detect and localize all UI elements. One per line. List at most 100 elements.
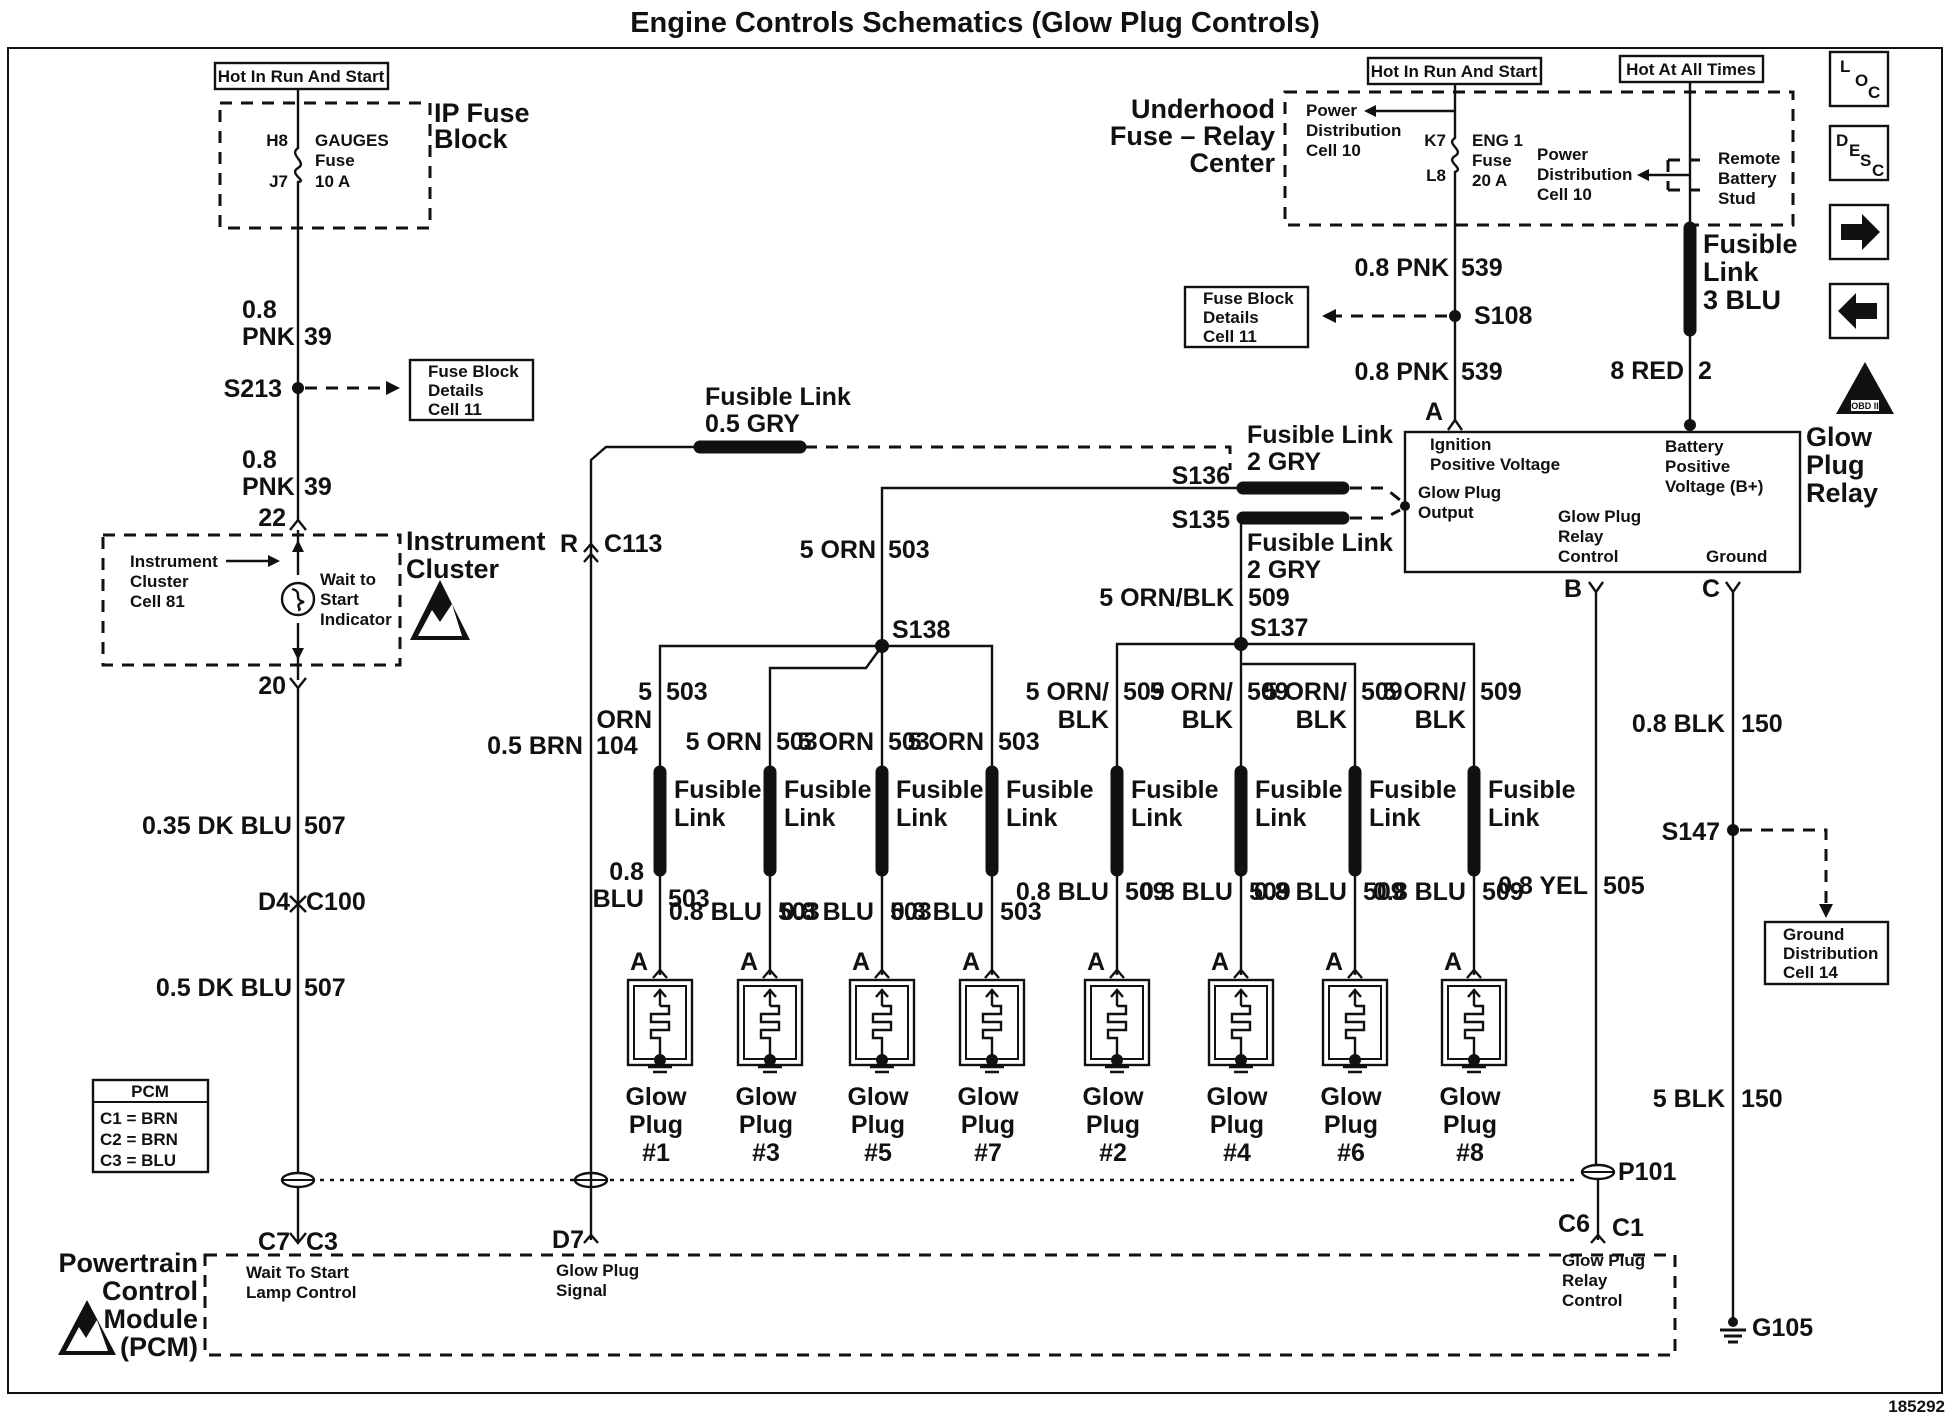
fl-136-2: 2 GRY xyxy=(1247,448,1321,476)
wait-to-start-lamp-icon xyxy=(280,581,316,617)
fuse-block-details-left[interactable] xyxy=(408,358,535,422)
branch-connector xyxy=(1466,968,1482,979)
glow-plug-icon xyxy=(1440,978,1508,1074)
glow-plug-label-3: #6 xyxy=(1337,1139,1365,1167)
branch-low-color: 0.8 BLU xyxy=(1016,878,1109,906)
wire-507a-color: 0.35 DK BLU xyxy=(142,812,292,840)
glow-plug-label-3: #8 xyxy=(1456,1139,1484,1167)
splice-s108-label: S108 xyxy=(1474,302,1532,330)
svg-text:E: E xyxy=(1849,141,1860,160)
pin-c1: C1 xyxy=(1612,1214,1644,1242)
branch-low-circuit: 503 xyxy=(668,885,710,913)
branch-pin-a: A xyxy=(962,948,980,976)
fuse-block-details-right[interactable] xyxy=(1183,285,1310,349)
branch-fuse-label-2: Link xyxy=(1255,804,1306,832)
branch-top-color: 5 ORN/ xyxy=(1383,678,1466,706)
eng1-fuse-1: ENG 1 xyxy=(1472,131,1523,150)
branch-fuse-label-2: Link xyxy=(784,804,835,832)
pcm-legend-c3: C3 = BLU xyxy=(100,1151,176,1170)
cluster-ref-arrowhead xyxy=(268,555,280,567)
cluster-ref-2: Cluster xyxy=(130,572,189,591)
pcm-legend-c2: C2 = BRN xyxy=(100,1130,178,1149)
glow-plug-label-3: #7 xyxy=(974,1139,1002,1167)
pd2-label-3: Cell 10 xyxy=(1537,185,1592,204)
fuse-block-details-left-2: Details xyxy=(428,381,484,400)
previous-page-button[interactable] xyxy=(1828,282,1890,340)
branch-top-color: 5 ORN xyxy=(798,728,874,756)
glow-plug-label-1: Glow xyxy=(1439,1083,1501,1111)
branch-low-color: 0.8 BLU xyxy=(669,898,762,926)
ip-fuse-block xyxy=(218,101,432,230)
stud-label-3: Stud xyxy=(1718,189,1756,208)
relay-connector-a xyxy=(1447,417,1463,431)
cluster-ref-3: Cell 81 xyxy=(130,592,185,611)
branch-fuse-label-1: Fusible xyxy=(1006,776,1094,804)
pin-d7: D7 xyxy=(552,1226,584,1254)
eng1-fuse-3: 20 A xyxy=(1472,171,1507,190)
branch-pin-a: A xyxy=(1087,948,1105,976)
glow-plug-label-1: Glow xyxy=(1082,1083,1144,1111)
pd1-arrowhead xyxy=(1364,105,1376,117)
pcm-name-4: (PCM) xyxy=(120,1332,198,1362)
indicator-label-1: Wait to xyxy=(320,570,376,589)
branch-connector xyxy=(874,968,890,979)
next-page-button[interactable] xyxy=(1828,203,1890,261)
power-label-right-text: Hot In Run And Start xyxy=(1371,62,1538,81)
connector-c113: C113 xyxy=(604,530,662,558)
branch-fuse-label-1: Fusible xyxy=(784,776,872,804)
bus-509 xyxy=(1115,642,1476,760)
obd-ii-icon[interactable]: OBD II xyxy=(1836,362,1894,414)
eng1-fuse-2: Fuse xyxy=(1472,151,1512,170)
indicator-label-2: Start xyxy=(320,590,359,609)
ground-dist-1: Ground xyxy=(1783,925,1844,944)
branch-top-circuit: 509 xyxy=(1123,678,1165,706)
wire-509-trunk-color: 5 ORN/BLK xyxy=(1099,584,1234,612)
relay-gnd: Ground xyxy=(1706,547,1767,566)
branch-top-color: 5 ORN/ xyxy=(1150,678,1233,706)
s136-dashed xyxy=(1350,486,1401,502)
ground-distribution-ref[interactable] xyxy=(1763,920,1890,986)
relay-ctl-2: Relay xyxy=(1558,527,1604,546)
arrow-left-icon xyxy=(1838,293,1877,329)
relay-pin-a: A xyxy=(1425,398,1443,426)
svg-text:L: L xyxy=(1840,57,1850,76)
connector-r: R xyxy=(560,530,578,558)
s147-ref-line xyxy=(1740,828,1828,910)
svg-text:D: D xyxy=(1836,131,1848,150)
relay-out-1: Glow Plug xyxy=(1418,483,1501,502)
svg-text:S: S xyxy=(1860,151,1871,170)
ground-dist-3: Cell 14 xyxy=(1783,963,1838,982)
eng1-pin-top: K7 xyxy=(1424,131,1446,150)
wire-539a-color: 0.8 PNK xyxy=(1355,254,1449,282)
splice-s213-label: S213 xyxy=(224,375,282,403)
esd-warning-icon xyxy=(410,580,470,640)
branch-fuse-label-1: Fusible xyxy=(1255,776,1343,804)
branch-connector xyxy=(1233,968,1249,979)
pd2-label-1: Power xyxy=(1537,145,1588,164)
ip-fuse-block-name-2: Block xyxy=(434,124,509,154)
splice-s147-label: S147 xyxy=(1662,818,1720,846)
fusible-link-gry-1: Fusible Link xyxy=(705,383,851,411)
loc-button[interactable]: LOC xyxy=(1828,50,1890,108)
branch-pin-a: A xyxy=(740,948,758,976)
relay-out-2: Output xyxy=(1418,503,1474,522)
glow-plug-label-3: #4 xyxy=(1223,1139,1251,1167)
s147-ref-arrow xyxy=(1819,904,1833,918)
wire-150b-color: 5 BLK xyxy=(1653,1085,1725,1113)
battery-stud-dash xyxy=(1666,158,1700,192)
relay-control-pcm-1: Glow Plug xyxy=(1562,1251,1645,1270)
glow-plug-icon xyxy=(848,978,916,1074)
glow-plug-label-1: Glow xyxy=(957,1083,1019,1111)
wire-39-size: 0.8 xyxy=(242,296,277,324)
glow-plug-label-2: Plug xyxy=(1324,1111,1378,1139)
glow-plug-label-2: Plug xyxy=(629,1111,683,1139)
glow-plug-label-2: Plug xyxy=(961,1111,1015,1139)
relay-ctl-1: Glow Plug xyxy=(1558,507,1641,526)
wire-104-circuit: 104 xyxy=(596,732,638,760)
branch-connector xyxy=(1347,968,1363,979)
splice-s108 xyxy=(1449,310,1461,322)
pin-c7: C7 xyxy=(258,1228,290,1256)
bus-503 xyxy=(658,644,994,760)
